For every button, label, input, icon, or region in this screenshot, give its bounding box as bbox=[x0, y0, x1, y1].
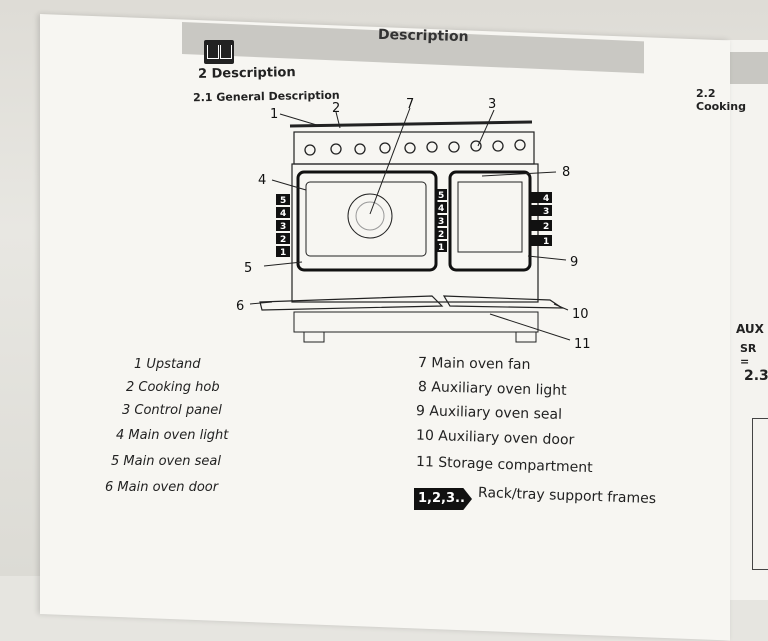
rack-label-4: 4 bbox=[280, 209, 286, 219]
callout-9: 9 bbox=[570, 255, 578, 270]
svg-text:3: 3 bbox=[543, 207, 549, 217]
callout-4: 4 bbox=[258, 173, 266, 188]
svg-text:2: 2 bbox=[438, 230, 444, 240]
callout-1: 1 bbox=[270, 107, 278, 122]
rack-label-5: 5 bbox=[280, 196, 286, 206]
callout-8: 8 bbox=[562, 165, 570, 180]
legend-item-5: 5 Main oven seal bbox=[111, 454, 221, 469]
header-title: Description bbox=[377, 26, 469, 46]
facing-aux-label: AUX bbox=[736, 322, 764, 336]
svg-text:4: 4 bbox=[543, 194, 549, 204]
facing-table-box bbox=[752, 418, 768, 570]
callout-3: 3 bbox=[488, 97, 496, 112]
svg-text:5: 5 bbox=[438, 191, 444, 201]
facing-sr-label: SR = bbox=[740, 342, 757, 368]
callout-11: 11 bbox=[574, 337, 591, 352]
callout-5: 5 bbox=[244, 261, 252, 276]
book-icon bbox=[204, 40, 234, 64]
callout-2: 2 bbox=[332, 101, 340, 116]
oven-diagram: 5 4 3 2 1 5 4 3 2 1 4 3 2 1 1 bbox=[236, 97, 591, 352]
callout-7: 7 bbox=[406, 97, 414, 112]
svg-text:1: 1 bbox=[543, 237, 549, 247]
legend-item-2: 2 Cooking hob bbox=[126, 380, 220, 395]
svg-text:2: 2 bbox=[543, 222, 549, 232]
svg-text:4: 4 bbox=[438, 204, 444, 214]
facing-subsection-heading: 2.2 Cooking bbox=[696, 87, 746, 113]
facing-section-number: 2.3 bbox=[744, 368, 768, 384]
callout-10: 10 bbox=[572, 307, 589, 322]
section-heading: 2 Description bbox=[197, 65, 296, 82]
rack-label-2: 2 bbox=[280, 235, 286, 245]
callout-6: 6 bbox=[236, 299, 244, 314]
legend-item-6: 6 Main oven door bbox=[105, 480, 219, 495]
legend-item-4: 4 Main oven light bbox=[116, 428, 229, 443]
rack-label-1: 1 bbox=[280, 248, 286, 258]
rack-support-badge: 1,2,3.. bbox=[414, 488, 472, 510]
legend-item-1: 1 Upstand bbox=[134, 357, 201, 372]
svg-text:3: 3 bbox=[438, 217, 444, 227]
rack-label-3: 3 bbox=[280, 222, 286, 232]
legend-item-3: 3 Control panel bbox=[122, 403, 222, 418]
legend-item-7: 7 Main oven fan bbox=[417, 355, 531, 373]
svg-text:1: 1 bbox=[438, 243, 444, 253]
